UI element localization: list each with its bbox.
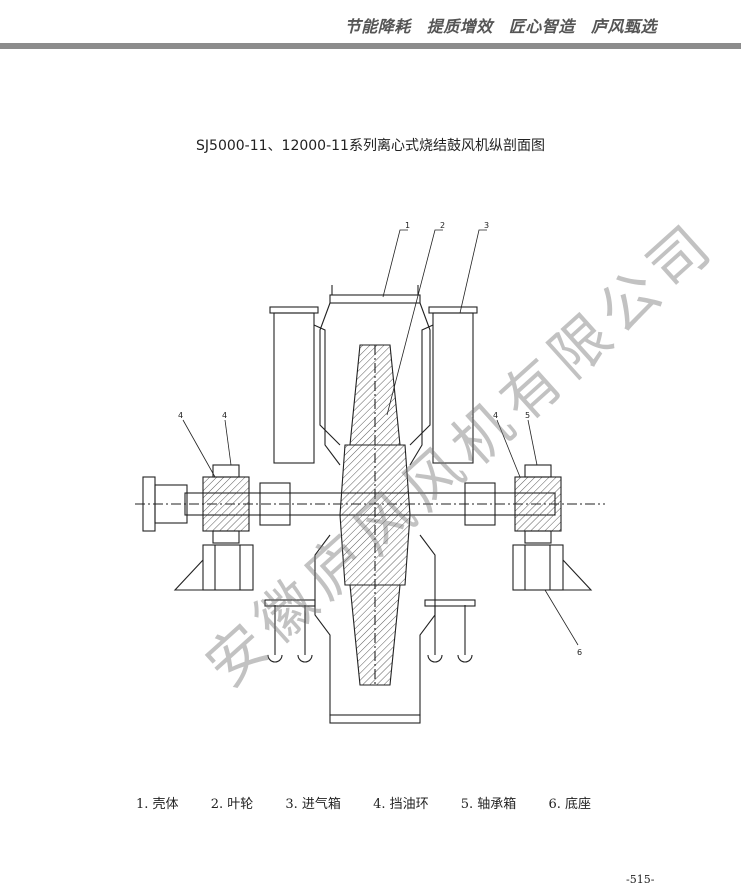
bearing-box-left bbox=[202, 464, 291, 544]
slogan-3: 匠心智造 bbox=[508, 17, 575, 36]
page-title: SJ5000-11、12000-11系列离心式烧结鼓风机纵剖面图 bbox=[196, 138, 545, 154]
callout-4a: 4 bbox=[178, 411, 183, 420]
legend-item-3: 3. 进气箱 bbox=[285, 797, 341, 812]
header-slogan: 节能降耗 提质增效 匠心智造 庐风甄选 bbox=[335, 13, 657, 37]
page-number: -515- bbox=[626, 873, 655, 886]
callout-4c: 4 bbox=[493, 411, 498, 420]
legend-item-5: 5. 轴承箱 bbox=[460, 797, 517, 812]
callout-2: 2 bbox=[440, 221, 445, 230]
callout-6: 6 bbox=[577, 648, 582, 657]
casing-top bbox=[319, 285, 431, 446]
base-left bbox=[173, 544, 254, 591]
legend-item-4: 4. 挡油环 bbox=[373, 797, 429, 812]
callout-1: 1 bbox=[405, 221, 410, 230]
callout-5: 5 bbox=[525, 411, 530, 420]
coupling-left bbox=[142, 476, 188, 532]
slogan-1: 节能降耗 bbox=[344, 17, 411, 36]
bearing-box-right bbox=[464, 464, 562, 544]
legend-item-2: 2. 叶轮 bbox=[210, 797, 254, 812]
legend-item-1: 1. 壳体 bbox=[136, 797, 179, 812]
inlet-box-left bbox=[269, 306, 341, 466]
callout-4b: 4 bbox=[222, 411, 227, 420]
legend-item-6: 6. 底座 bbox=[548, 797, 591, 812]
parts-legend: 1. 壳体 2. 叶轮 3. 进气箱 4. 挡油环 5. 轴承箱 6. 底座 bbox=[136, 793, 656, 812]
slogan-2: 提质增效 bbox=[426, 17, 493, 36]
header-bar bbox=[0, 43, 741, 49]
callout-3: 3 bbox=[484, 221, 489, 230]
leader-lines bbox=[182, 229, 579, 646]
foundation-bolts bbox=[264, 599, 476, 663]
fan-cross-section-drawing: 1 2 3 4 4 4 5 6 bbox=[135, 221, 605, 724]
casing-bottom bbox=[314, 534, 436, 724]
slogan-4: 庐风甄选 bbox=[590, 17, 657, 36]
inlet-box-right bbox=[409, 306, 478, 466]
base-right bbox=[512, 544, 593, 591]
